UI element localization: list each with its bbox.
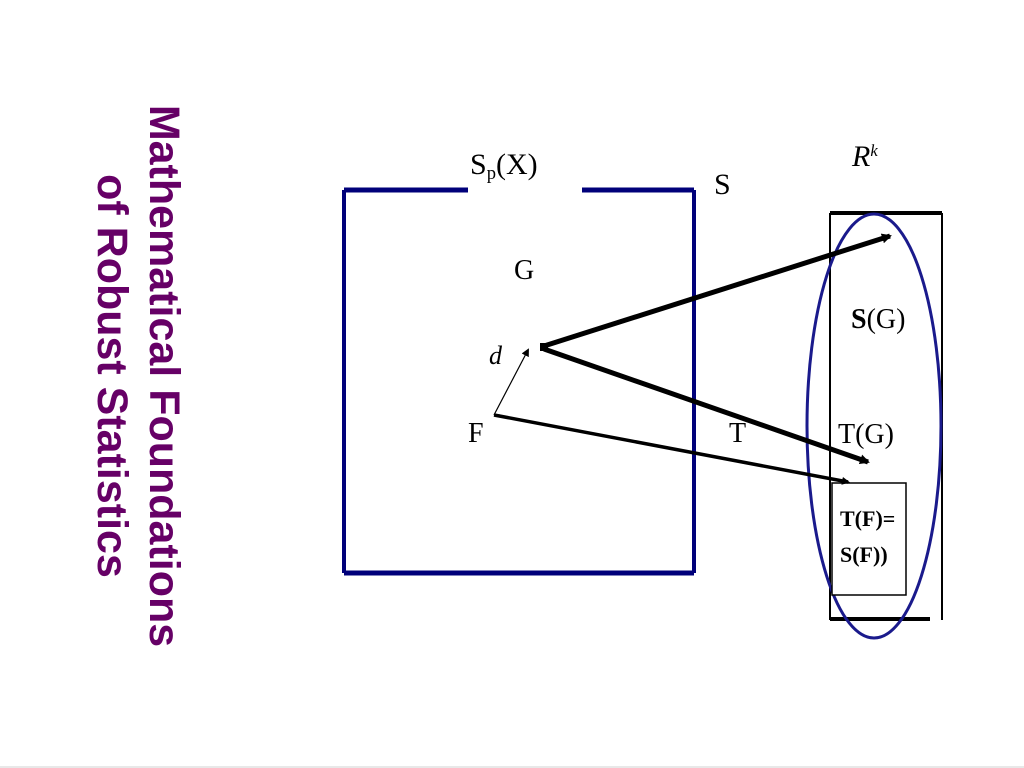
s-of-g-prefix: S — [851, 304, 867, 335]
arrow-f-to-t-of-f — [493, 413, 850, 485]
map-s-label: S — [714, 168, 731, 201]
space-subscript: p — [486, 163, 496, 185]
space-suffix: (X) — [495, 148, 538, 181]
target-space-label: Rk — [852, 142, 878, 172]
target-space-frame — [829, 211, 943, 621]
distance-arrow — [493, 348, 529, 416]
space-main-symbol: S — [470, 148, 487, 181]
t-of-g-label: T(G) — [838, 419, 894, 450]
target-superscript: k — [870, 141, 878, 161]
tf-box-line-2: S(F)) — [840, 542, 888, 567]
distribution-space-box — [342, 187, 696, 576]
estimate-region-ellipse — [805, 212, 943, 640]
tf-box-line-1: T(F)= — [840, 506, 896, 531]
arrow-g-to-t-of-g — [543, 346, 870, 465]
tf-box — [831, 482, 907, 596]
distance-label: d — [489, 341, 502, 370]
point-g-marker — [540, 343, 548, 351]
s-of-g-suffix: (G) — [866, 304, 906, 335]
point-f-label: F — [468, 418, 484, 449]
arrow-g-to-s-of-g — [543, 233, 892, 349]
s-of-g-label: S(G) — [851, 306, 905, 334]
map-t-label: T — [729, 418, 747, 449]
target-main-symbol: R — [852, 140, 871, 173]
bottom-divider — [0, 766, 1024, 768]
distribution-space-label: Sp(X) — [470, 148, 538, 184]
point-g-label: G — [514, 255, 535, 286]
